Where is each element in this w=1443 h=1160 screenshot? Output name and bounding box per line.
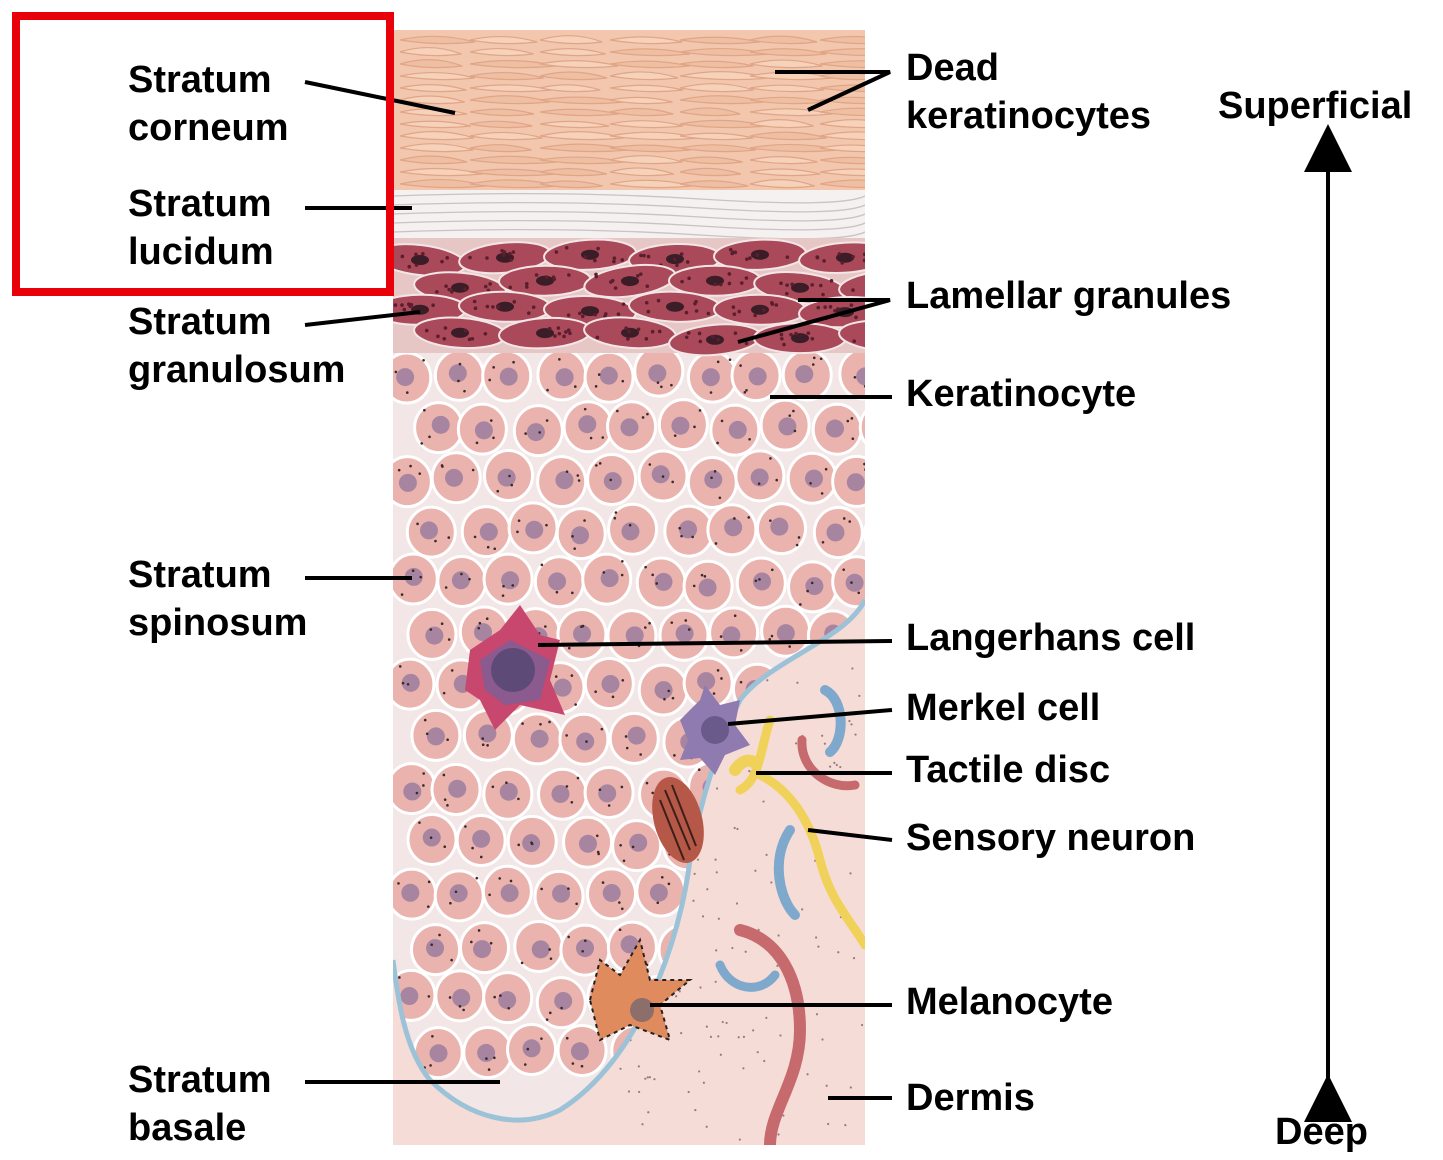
axis-label-superficial: Superficial bbox=[1218, 82, 1412, 130]
label-langerhans-cell: Langerhans cell bbox=[906, 614, 1195, 662]
label-lamellar-granules: Lamellar granules bbox=[906, 272, 1231, 320]
label-keratinocyte: Keratinocyte bbox=[906, 370, 1136, 418]
label-dermis: Dermis bbox=[906, 1074, 1035, 1122]
stratum-lucidum-layer bbox=[393, 190, 865, 240]
label-merkel-cell: Merkel cell bbox=[906, 684, 1100, 732]
label-tactile-disc: Tactile disc bbox=[906, 746, 1110, 794]
stratum-corneum-layer bbox=[393, 30, 865, 205]
label-sensory-neuron: Sensory neuron bbox=[906, 814, 1195, 862]
label-melanocyte: Melanocyte bbox=[906, 978, 1113, 1026]
axis-label-deep: Deep bbox=[1275, 1108, 1368, 1156]
